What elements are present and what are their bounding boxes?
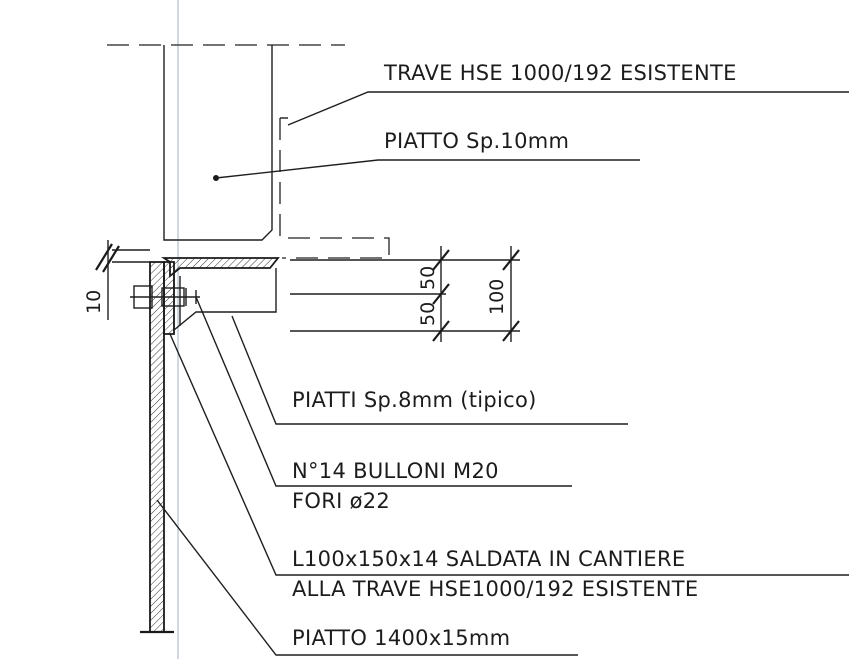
- label-plate-10mm: PIATTO Sp.10mm: [384, 129, 569, 153]
- label-bolts: N°14 BULLONI M20: [292, 459, 499, 483]
- angle-l100x150x14: [161, 257, 280, 335]
- label-plates-8mm: PIATTI Sp.8mm (tipico): [292, 388, 537, 412]
- vertical-dimension-chain: 50 50 100: [290, 246, 520, 342]
- dim-total-100: 100: [486, 279, 508, 315]
- label-existing-beam: TRAVE HSE 1000/192 ESISTENTE: [383, 61, 737, 85]
- existing-beam: [107, 44, 390, 259]
- label-plate-1400x15: PIATTO 1400x15mm: [292, 626, 510, 650]
- dim-upper-50: 50: [417, 266, 439, 290]
- vertical-plate-1400x15: [140, 261, 174, 634]
- label-angle-line2: ALLA TRAVE HSE1000/192 ESISTENTE: [292, 577, 698, 601]
- label-holes: FORI ø22: [292, 489, 390, 513]
- leader-lines: [156, 91, 849, 656]
- gap-dimension: 10: [83, 240, 150, 320]
- gap-dimension-value: 10: [83, 290, 105, 314]
- label-angle-line1: L100x150x14 SALDATA IN CANTIERE: [292, 547, 685, 571]
- dim-lower-50: 50: [417, 302, 439, 326]
